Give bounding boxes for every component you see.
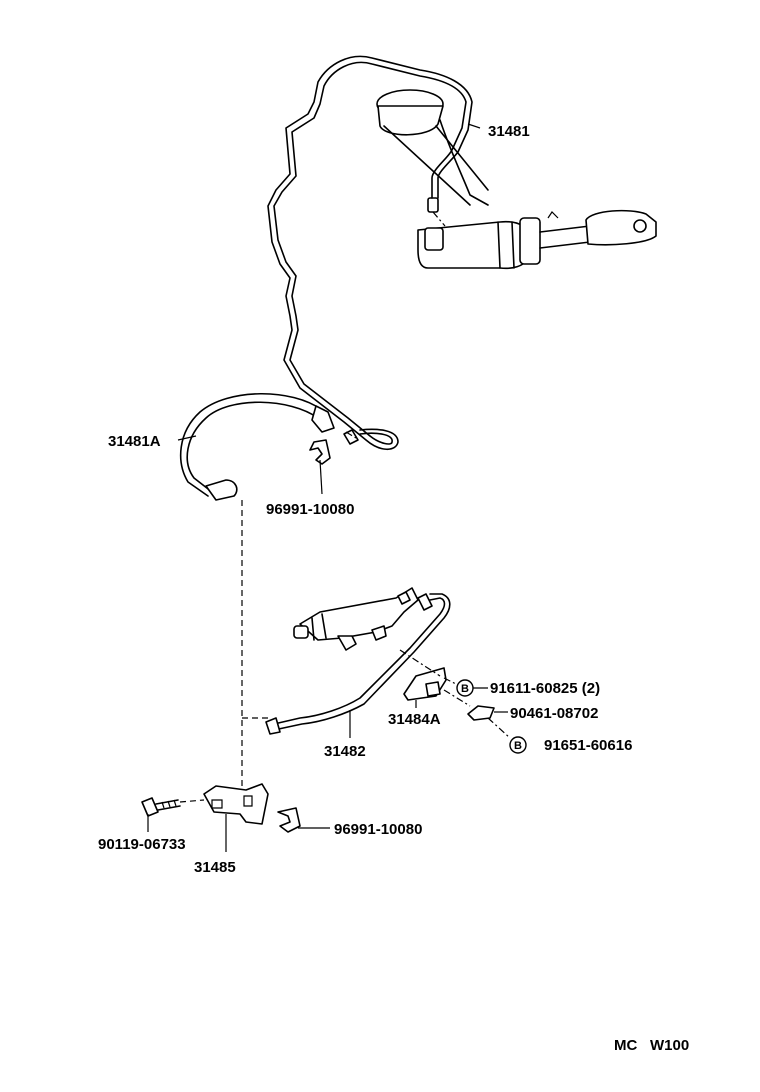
footer-code-left: MC <box>614 1037 637 1054</box>
b-badge-91611: B <box>456 679 474 697</box>
label-90119: 90119-06733 <box>98 836 186 853</box>
label-96991-top: 96991-10080 <box>266 501 354 518</box>
label-96991-bottom: 96991-10080 <box>334 821 422 838</box>
leader-lines <box>147 123 511 852</box>
b-badge-91651: B <box>509 736 527 754</box>
footer-code-right: W100 <box>650 1037 689 1054</box>
bracket-31484A <box>403 667 495 721</box>
label-31481: 31481 <box>488 123 530 140</box>
label-31482: 31482 <box>324 743 366 760</box>
svg-text:B: B <box>461 683 469 695</box>
label-31481A: 31481A <box>108 433 161 450</box>
label-31485: 31485 <box>194 859 236 876</box>
clutch-master-cylinder <box>376 89 657 270</box>
bracket-31485 <box>141 783 301 833</box>
clip-96991-top <box>309 439 331 465</box>
label-91651: 91651-60616 <box>544 737 632 754</box>
flex-hose-31481A <box>179 392 335 501</box>
clutch-release-cylinder <box>265 587 451 735</box>
label-90461: 90461-08702 <box>510 705 598 722</box>
label-31484A: 31484A <box>388 711 441 728</box>
svg-text:B: B <box>514 740 522 752</box>
label-91611: 91611-60825 (2) <box>490 680 600 697</box>
